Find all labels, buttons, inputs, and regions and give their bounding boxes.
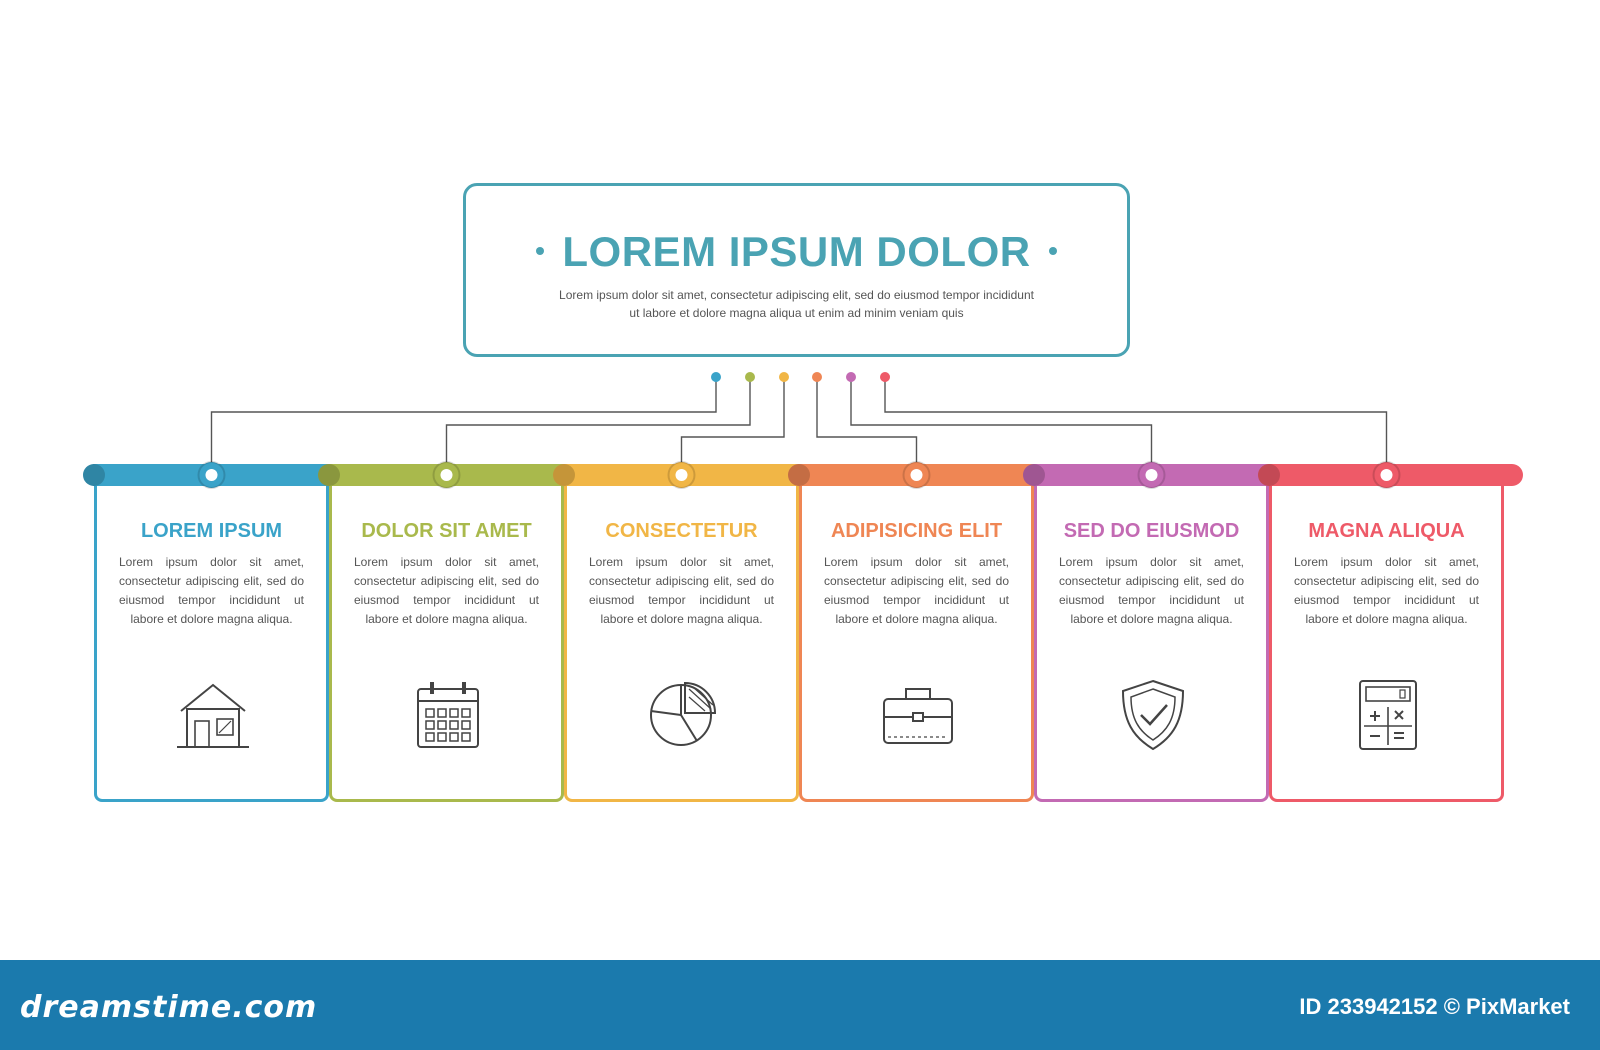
title-dot-left: [536, 246, 545, 255]
connector-line: [210, 377, 717, 465]
card-title: LOREM IPSUM: [140, 520, 283, 542]
title-dot-right: [1048, 246, 1057, 255]
item-card: CONSECTETUR Lorem ipsum dolor sit amet, c…: [564, 475, 799, 802]
card-text: Lorem ipsum dolor sit amet, consectetur …: [1294, 555, 1479, 626]
main-description: Lorem ipsum dolor sit amet, consectetur …: [559, 288, 1034, 320]
card-title: DOLOR SIT AMET: [361, 520, 532, 542]
card-title: MAGNA ALIQUA: [1308, 520, 1465, 542]
card-text: Lorem ipsum dolor sit amet, consectetur …: [119, 555, 304, 626]
item-card: SED DO EIUSMOD Lorem ipsum dolor sit amet…: [1034, 475, 1269, 802]
card-title: SED DO EIUSMOD: [1063, 520, 1240, 542]
card-title: ADIPISICING ELIT: [830, 520, 1003, 542]
junction-center: [1145, 469, 1158, 481]
junction-center: [1380, 469, 1393, 481]
connector-dot: [846, 372, 856, 382]
main-title-box: LOREM IPSUM DOLOR Lorem ipsum dolor sit …: [463, 183, 1130, 357]
bar-start-dot: [318, 464, 340, 486]
junction-center: [910, 469, 923, 481]
bar-start-dot: [1023, 464, 1045, 486]
junction-center: [675, 469, 688, 481]
bar-start-dot-shade: [553, 464, 575, 486]
connector-line: [884, 377, 1388, 465]
calendar-icon: [417, 682, 479, 748]
bar-start-dot-shade: [1258, 464, 1280, 486]
bar-start-dot: [788, 464, 810, 486]
main-title: LOREM IPSUM DOLOR: [562, 228, 1031, 275]
card-text: Lorem ipsum dolor sit amet, consectetur …: [824, 555, 1009, 626]
connector-lines: [210, 372, 1388, 465]
connector-line: [850, 377, 1153, 465]
bar-start-dot: [1258, 464, 1280, 486]
bar-start-dot-shade: [788, 464, 810, 486]
infographic-diagram: LOREM IPSUM DOLOR Lorem ipsum dolor sit …: [83, 183, 1523, 802]
connector-line: [680, 377, 785, 465]
pie-chart-icon: [650, 681, 717, 746]
house-icon: [177, 683, 249, 748]
junction-dots: [83, 461, 1401, 489]
bar-start-dot: [83, 464, 105, 486]
calculator-icon: [1359, 680, 1417, 750]
item-card: MAGNA ALIQUA Lorem ipsum dolor sit amet, …: [1269, 475, 1504, 802]
item-card: ADIPISICING ELIT Lorem ipsum dolor sit am…: [799, 475, 1034, 802]
junction-center: [440, 469, 453, 481]
connector-dot: [745, 372, 755, 382]
bar-start-dot-shade: [83, 464, 105, 486]
connector-line: [445, 377, 751, 465]
connector-dot: [812, 372, 822, 382]
junction-center: [205, 469, 218, 481]
photo-id: ID 233942152 © PixMarket: [1299, 994, 1570, 1019]
bar-start-dot: [553, 464, 575, 486]
card-title: CONSECTETUR: [605, 520, 758, 542]
connector-dot: [880, 372, 890, 382]
brand-logo: dreamstime.com: [20, 990, 318, 1025]
connector-dot: [779, 372, 789, 382]
briefcase-icon: [883, 688, 953, 744]
bar-start-dot-shade: [318, 464, 340, 486]
bar-start-dot-shade: [1023, 464, 1045, 486]
connector-line: [816, 377, 918, 465]
card-text: Lorem ipsum dolor sit amet, consectetur …: [589, 555, 774, 626]
card-text: Lorem ipsum dolor sit amet, consectetur …: [1059, 555, 1244, 626]
item-card: LOREM IPSUM Lorem ipsum dolor sit amet, c…: [94, 475, 329, 802]
shield-check-icon: [1121, 679, 1185, 751]
item-card: DOLOR SIT AMET Lorem ipsum dolor sit amet…: [329, 475, 564, 802]
connector-dot: [711, 372, 721, 382]
card-text: Lorem ipsum dolor sit amet, consectetur …: [354, 555, 539, 626]
footer-bar: dreamstime.com ID 233942152 © PixMarket: [0, 960, 1600, 1050]
